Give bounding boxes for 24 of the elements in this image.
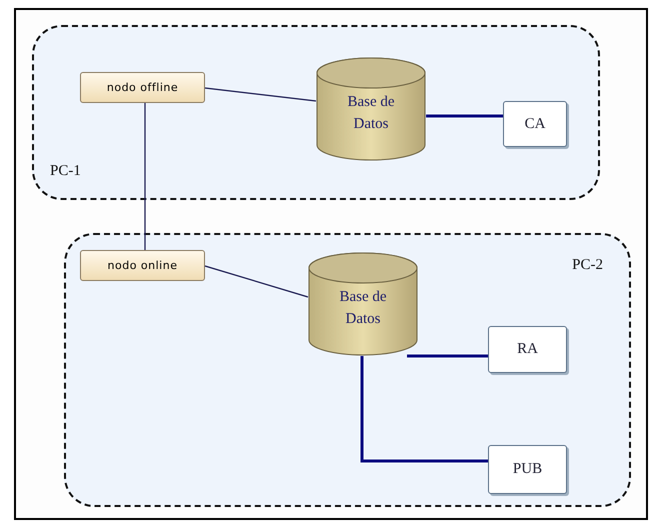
component-box — [488, 445, 567, 494]
database-cylinder — [316, 57, 426, 161]
dashed-group-region — [32, 25, 600, 200]
group-label: PC-1 — [50, 163, 81, 180]
component-box — [503, 101, 567, 147]
connector-line — [406, 354, 488, 358]
node-box — [80, 250, 205, 281]
node-label: RA — [517, 341, 538, 358]
connector-line — [426, 114, 503, 118]
connector-line — [204, 87, 316, 102]
node-label: Base de Datos — [338, 288, 388, 329]
connector-line — [204, 265, 308, 298]
node-label: PUB — [512, 461, 542, 478]
node-label: nodo online — [108, 259, 178, 272]
group-label: PC-2 — [572, 257, 603, 274]
connector-line — [360, 356, 488, 462]
component-box — [488, 326, 567, 373]
node-box — [80, 72, 205, 103]
connector-line — [144, 103, 146, 250]
node-label: CA — [524, 116, 546, 132]
dashed-group-region — [64, 233, 631, 507]
node-label: Base de Datos — [346, 93, 396, 134]
database-cylinder — [308, 252, 418, 356]
node-label: nodo offline — [106, 81, 178, 94]
